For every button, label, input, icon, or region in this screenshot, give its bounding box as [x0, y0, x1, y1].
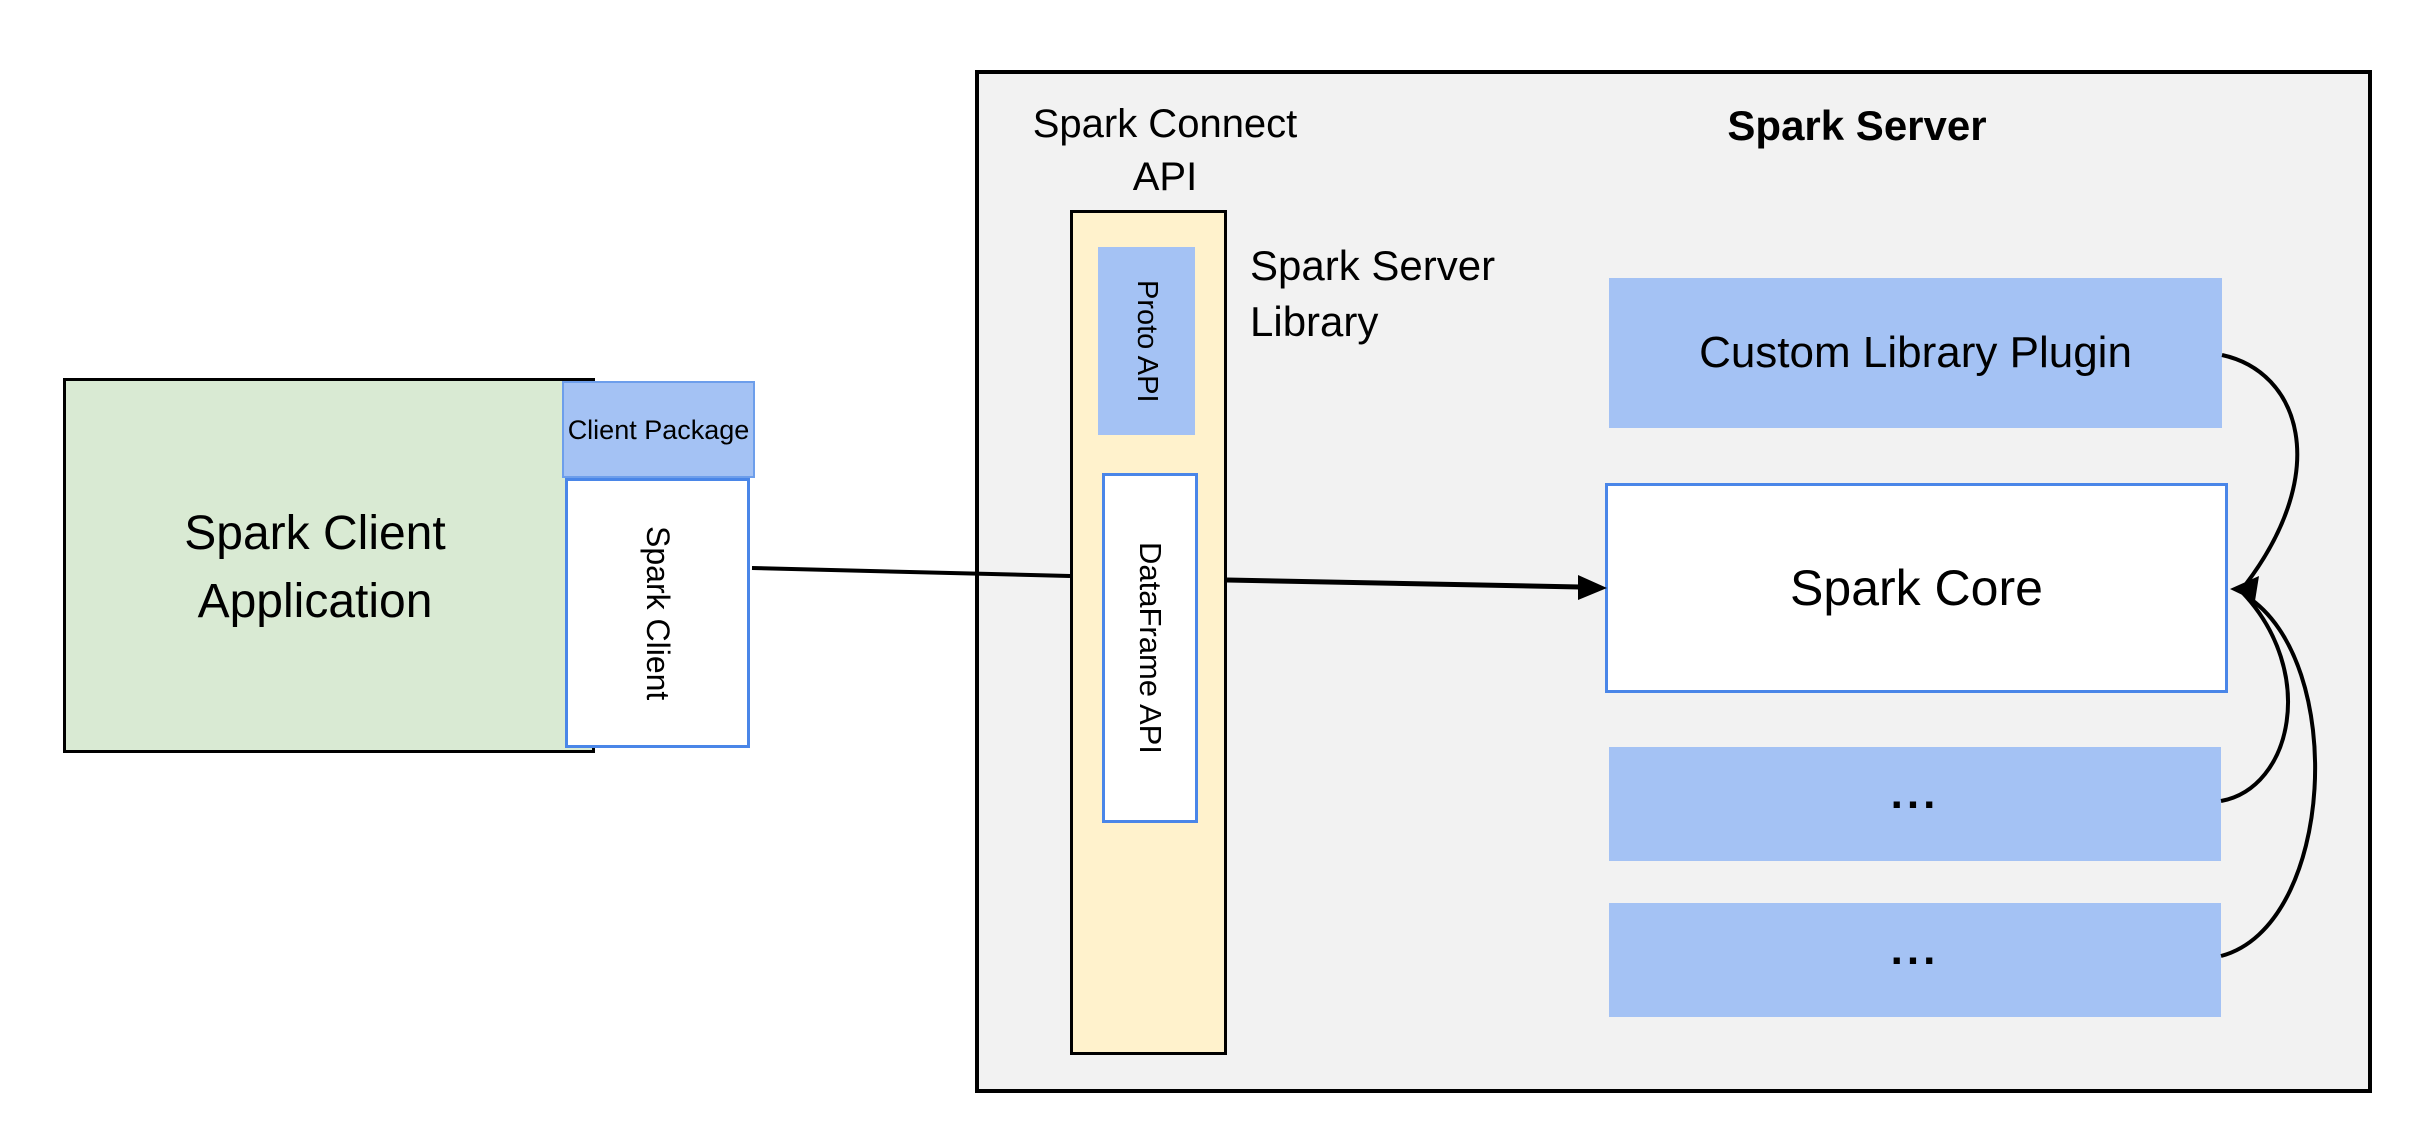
- spark-core-box: Spark Core: [1605, 483, 2228, 693]
- proto-api-label: Proto API: [1131, 279, 1163, 403]
- module-placeholder-label-2: ...: [1890, 925, 1940, 974]
- module-placeholder-label-1: ...: [1890, 769, 1940, 818]
- spark-client-box: Spark Client: [565, 478, 750, 748]
- server-module-placeholder-box-2: ...: [1609, 903, 2221, 1017]
- spark-server-library-label: Spark Server Library: [1250, 242, 1496, 345]
- server-module-placeholder-box-1: ...: [1609, 747, 2221, 861]
- proto-api-box: Proto API: [1098, 247, 1195, 435]
- client-package-label: Client Package: [567, 414, 750, 445]
- spark-connect-api-label: Spark Connect API: [1032, 102, 1298, 199]
- spark-client-label: Spark Client: [640, 525, 676, 701]
- spark-server-title: Spark Server: [1727, 102, 1987, 149]
- dataframe-api-box: DataFrame API: [1102, 473, 1198, 823]
- custom-library-plugin-label: Custom Library Plugin: [1699, 328, 2132, 377]
- dataframe-api-label: DataFrame API: [1133, 542, 1168, 754]
- custom-library-plugin-box: Custom Library Plugin: [1609, 278, 2222, 428]
- spark-core-label: Spark Core: [1790, 560, 2043, 616]
- client-package-box: Client Package: [562, 381, 755, 478]
- spark-client-application-box: [63, 378, 595, 753]
- spark-client-application-label: Spark Client Application: [184, 507, 446, 628]
